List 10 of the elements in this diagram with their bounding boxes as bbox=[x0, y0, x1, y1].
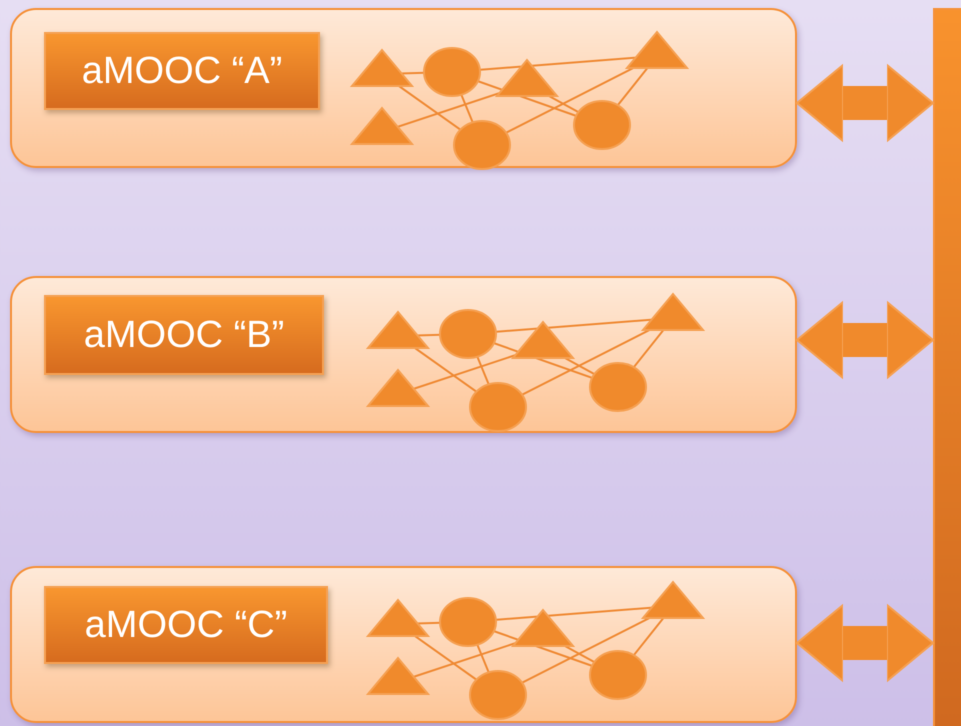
panel bbox=[10, 566, 797, 723]
label-box: aMOOC “C” bbox=[44, 586, 328, 664]
double-arrow bbox=[796, 301, 934, 379]
panel bbox=[10, 8, 797, 168]
label-box: aMOOC “A” bbox=[44, 32, 320, 110]
double-arrow bbox=[796, 604, 934, 682]
panel bbox=[10, 276, 797, 433]
label-box: aMOOC “B” bbox=[44, 295, 324, 375]
vertical-bar bbox=[933, 8, 961, 726]
double-arrow bbox=[796, 64, 934, 142]
